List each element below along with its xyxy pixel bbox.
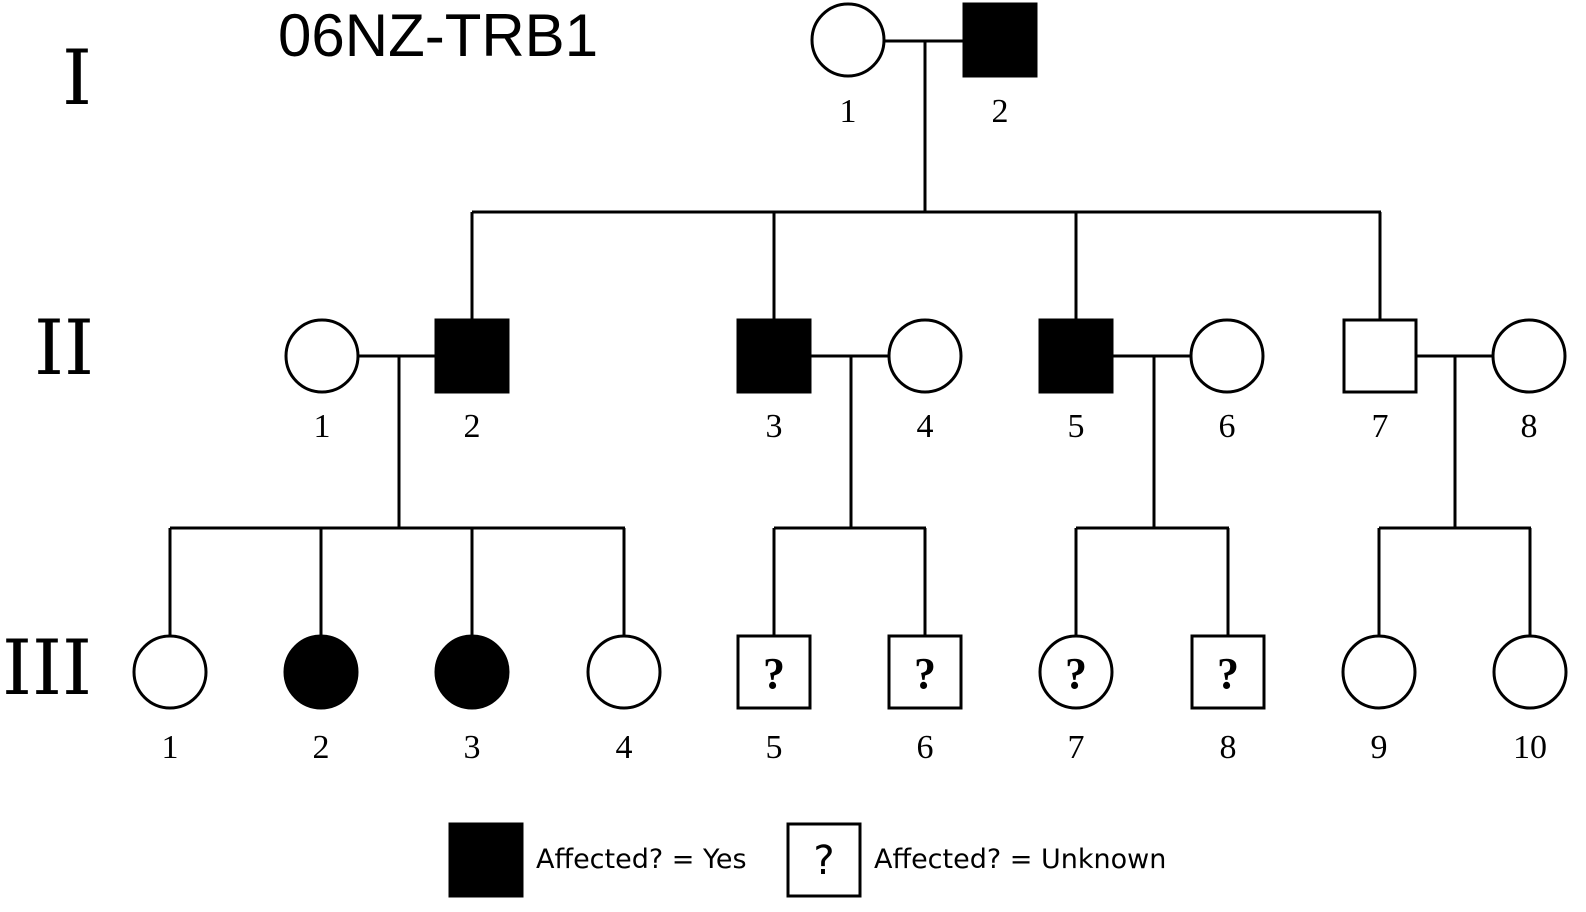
male-symbol-III-6 xyxy=(887,634,963,710)
individual-III-5: ?5 xyxy=(736,634,812,766)
individual-II-1: 1 xyxy=(284,318,360,445)
individual-id-label-III-5: 5 xyxy=(766,729,783,766)
individual-id-label-II-7: 7 xyxy=(1372,408,1389,445)
legend-affected-symbol xyxy=(448,822,524,898)
individual-id-label-I-1: 1 xyxy=(840,93,857,130)
individual-I-2: 2 xyxy=(962,2,1038,130)
unknown-question-mark-III-5: ? xyxy=(763,649,785,698)
female-symbol-III-2 xyxy=(283,634,359,710)
unknown-question-mark-III-7: ? xyxy=(1065,649,1087,698)
individual-id-label-III-2: 2 xyxy=(313,729,330,766)
individual-II-6: 6 xyxy=(1189,318,1265,445)
pedigree-title: 06NZ-TRB1 xyxy=(278,2,598,69)
individual-id-label-II-5: 5 xyxy=(1068,408,1085,445)
individual-II-3: 3 xyxy=(736,318,812,445)
male-symbol-I-2 xyxy=(962,2,1038,78)
generation-label-II: II xyxy=(34,303,94,392)
female-symbol-II-1 xyxy=(284,318,360,394)
individual-id-label-II-6: 6 xyxy=(1219,408,1236,445)
female-symbol-III-9 xyxy=(1341,634,1417,710)
individual-II-2: 2 xyxy=(434,318,510,445)
female-symbol-III-10 xyxy=(1492,634,1568,710)
individual-id-label-II-1: 1 xyxy=(314,408,331,445)
generation-label-III: III xyxy=(2,623,92,712)
male-symbol-II-3 xyxy=(736,318,812,394)
individual-id-label-II-8: 8 xyxy=(1521,408,1538,445)
female-symbol-III-3 xyxy=(434,634,510,710)
individual-II-4: 4 xyxy=(887,318,963,445)
individual-id-label-III-1: 1 xyxy=(162,729,179,766)
male-symbol-III-5 xyxy=(736,634,812,710)
male-symbol-II-5 xyxy=(1038,318,1114,394)
female-symbol-III-4 xyxy=(586,634,662,710)
individual-III-3: 3 xyxy=(434,634,510,766)
individual-id-label-I-2: 2 xyxy=(992,93,1009,130)
individual-II-8: 8 xyxy=(1491,318,1567,445)
individual-id-label-III-3: 3 xyxy=(464,729,481,766)
legend-unknown-question-mark: ? xyxy=(813,838,834,884)
individual-III-6: ?6 xyxy=(887,634,963,766)
male-symbol-II-7 xyxy=(1342,318,1418,394)
female-symbol-II-6 xyxy=(1189,318,1265,394)
individual-II-7: 7 xyxy=(1342,318,1418,445)
individual-III-10: 10 xyxy=(1492,634,1568,766)
connection-lines xyxy=(168,39,1532,636)
female-symbol-II-4 xyxy=(887,318,963,394)
individual-id-label-III-10: 10 xyxy=(1513,729,1547,766)
individual-II-5: 5 xyxy=(1038,318,1114,445)
individual-id-label-III-9: 9 xyxy=(1371,729,1388,766)
individual-id-label-III-6: 6 xyxy=(917,729,934,766)
female-symbol-II-8 xyxy=(1491,318,1567,394)
generation-label-I: I xyxy=(62,33,92,122)
legend-unknown-symbol xyxy=(786,822,862,898)
individual-III-8: ?8 xyxy=(1190,634,1266,766)
female-symbol-III-7 xyxy=(1038,634,1114,710)
individual-III-1: 1 xyxy=(132,634,208,766)
individual-III-2: 2 xyxy=(283,634,359,766)
individual-III-7: ?7 xyxy=(1038,634,1114,766)
individual-id-label-II-3: 3 xyxy=(766,408,783,445)
individual-id-label-II-2: 2 xyxy=(464,408,481,445)
male-symbol-II-2 xyxy=(434,318,510,394)
individual-id-label-III-4: 4 xyxy=(616,729,633,766)
female-symbol-I-1 xyxy=(810,2,886,78)
individual-III-9: 9 xyxy=(1341,634,1417,766)
unknown-question-mark-III-8: ? xyxy=(1217,649,1239,698)
legend-unknown-label: Affected? = Unknown xyxy=(874,844,1166,875)
individual-III-4: 4 xyxy=(586,634,662,766)
individual-id-label-II-4: 4 xyxy=(917,408,934,445)
individual-id-label-III-7: 7 xyxy=(1068,729,1085,766)
legend: Affected? = Yes ? Affected? = Unknown xyxy=(448,822,1166,898)
female-symbol-III-1 xyxy=(132,634,208,710)
male-symbol-III-8 xyxy=(1190,634,1266,710)
individual-I-1: 1 xyxy=(810,2,886,130)
legend-affected-label: Affected? = Yes xyxy=(536,844,747,875)
unknown-question-mark-III-6: ? xyxy=(914,649,936,698)
individual-id-label-III-8: 8 xyxy=(1220,729,1237,766)
